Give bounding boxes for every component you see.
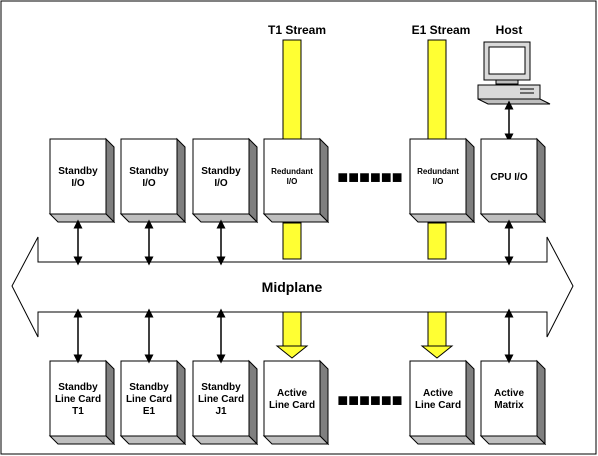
top-card-5-line1: Redundant xyxy=(417,167,459,176)
top-card-3-line2: I/O xyxy=(214,178,228,189)
top-card-row: StandbyI/OStandbyI/OStandbyI/ORedundantI… xyxy=(48,137,547,224)
top-card-2-line1: Standby xyxy=(129,166,169,177)
top-card-4-line1: Redundant xyxy=(271,167,313,176)
bottom-card-6-line2: Matrix xyxy=(494,400,524,411)
ellipsis-bottom: ■■■■■■ xyxy=(337,390,402,410)
bottom-card-3-line2: Line Card xyxy=(198,394,244,405)
ellipsis-top: ■■■■■■ xyxy=(337,167,402,187)
bottom-card-4-line2: Line Card xyxy=(269,400,315,411)
bottom-card-1-line2: Line Card xyxy=(55,394,101,405)
bottom-card-2-line2: Line Card xyxy=(126,394,172,405)
top-card-2-line2: I/O xyxy=(142,178,156,189)
top-card-5-line2: I/O xyxy=(433,177,444,186)
bottom-card-6-line1: Active xyxy=(494,388,524,399)
e1-stream-label: E1 Stream xyxy=(412,23,471,37)
top-card-1-line1: Standby xyxy=(58,166,98,177)
bottom-card-3-line1: Standby xyxy=(201,382,241,393)
e1-stream-bar xyxy=(420,39,454,359)
top-card-6: CPU I/O xyxy=(479,137,547,224)
t1-stream-label: T1 Stream xyxy=(268,23,326,37)
bottom-card-2-line1: Standby xyxy=(129,382,169,393)
bottom-card-2-line3: E1 xyxy=(143,406,156,417)
bottom-card-3-line3: J1 xyxy=(215,406,227,417)
top-card-4-line2: I/O xyxy=(287,177,298,186)
top-card-3-line1: Standby xyxy=(201,166,241,177)
host-computer-icon xyxy=(477,41,551,105)
bottom-card-1-line3: T1 xyxy=(72,406,84,417)
bottom-card-4-line1: Active xyxy=(277,388,307,399)
t1-stream-bar xyxy=(275,39,309,359)
bottom-card-1-line1: Standby xyxy=(58,382,98,393)
top-card-1-line2: I/O xyxy=(71,178,85,189)
bottom-card-5-line1: Active xyxy=(423,388,453,399)
top-card-6-line1: CPU I/O xyxy=(490,172,527,183)
bottom-card-5-line2: Line Card xyxy=(415,400,461,411)
connector-group xyxy=(73,219,514,364)
host-label: Host xyxy=(496,23,523,37)
midplane-label: Midplane xyxy=(262,279,323,295)
